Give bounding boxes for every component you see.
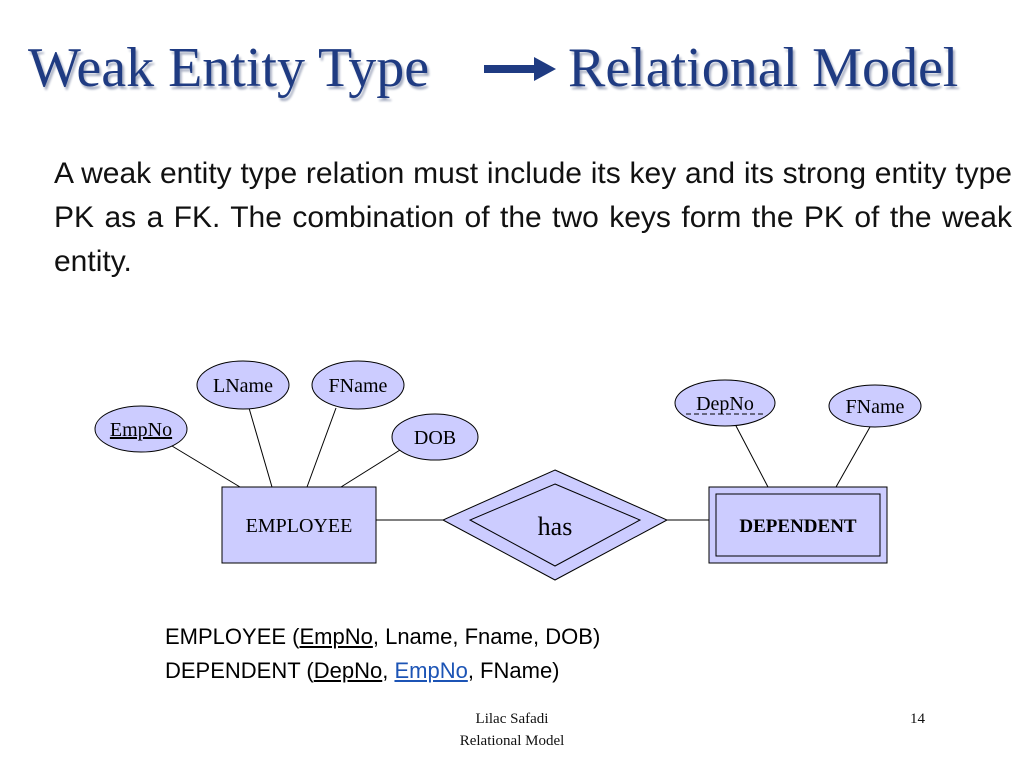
attribute-lname: LName bbox=[196, 360, 290, 410]
title-left: Weak Entity Type bbox=[28, 37, 430, 99]
schema-dependent: DEPENDENT (DepNo, EmpNo, FName) bbox=[165, 658, 560, 683]
footer-subtitle: Relational Model bbox=[459, 733, 565, 749]
lname-label: LName bbox=[213, 375, 273, 397]
attribute-dob: DOB bbox=[391, 413, 479, 461]
schema-employee-pk: EmpNo bbox=[299, 624, 373, 649]
schema-employee: EMPLOYEE (EmpNo, Lname, Fname, DOB) bbox=[165, 624, 601, 649]
slide-title: Weak Entity Type Relational Model bbox=[0, 30, 1024, 110]
schema-dependent-name: DEPENDENT bbox=[165, 658, 301, 683]
slide-footer: Lilac Safadi Relational Model bbox=[412, 708, 612, 752]
page-number: 14 bbox=[910, 711, 925, 727]
footer-author: Lilac Safadi bbox=[475, 711, 549, 727]
line-empno bbox=[171, 445, 241, 488]
empno-label: EmpNo bbox=[110, 419, 172, 441]
schema-employee-rest: , Lname, Fname, DOB) bbox=[372, 624, 601, 649]
line-dep-fname bbox=[835, 426, 871, 488]
line-depno bbox=[734, 423, 769, 488]
has-label: has bbox=[538, 512, 573, 541]
attribute-empno: EmpNo bbox=[94, 405, 188, 453]
dependent-label: DEPENDENT bbox=[739, 516, 857, 537]
right-arrow-icon bbox=[484, 57, 556, 81]
depno-label: DepNo bbox=[696, 393, 754, 415]
employee-label: EMPLOYEE bbox=[246, 515, 353, 537]
schema-dependent-pk: DepNo bbox=[313, 658, 383, 683]
er-diagram: EmpNo LName FName DOB EMPLOYEE has DEPEN… bbox=[94, 360, 922, 581]
dob-label: DOB bbox=[414, 427, 456, 449]
entity-dependent: DEPENDENT bbox=[708, 486, 888, 564]
entity-employee: EMPLOYEE bbox=[221, 486, 377, 564]
description-text: A weak entity type relation must include… bbox=[54, 157, 1012, 278]
fname-label: FName bbox=[329, 375, 388, 397]
attribute-fname: FName bbox=[311, 360, 405, 410]
connector-lines bbox=[171, 407, 871, 521]
relationship-has: has bbox=[441, 469, 669, 581]
schema-dependent-fk: EmpNo bbox=[394, 658, 468, 683]
schema-employee-name: EMPLOYEE bbox=[165, 624, 287, 649]
line-dob bbox=[340, 449, 401, 488]
relational-schema: EMPLOYEE (EmpNo, Lname, Fname, DOB) DEPE… bbox=[165, 620, 600, 688]
attribute-depno: DepNo bbox=[674, 379, 776, 427]
title-right: Relational Model bbox=[568, 37, 959, 99]
schema-dependent-rest: , FName) bbox=[467, 658, 560, 683]
line-fname bbox=[306, 407, 337, 488]
line-lname bbox=[248, 407, 273, 488]
attribute-dep-fname: FName bbox=[828, 384, 922, 428]
dep-fname-label: FName bbox=[846, 396, 905, 418]
